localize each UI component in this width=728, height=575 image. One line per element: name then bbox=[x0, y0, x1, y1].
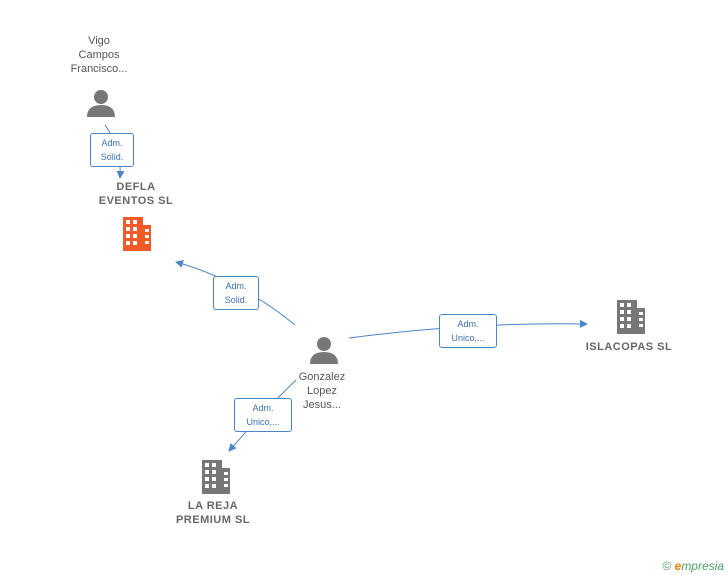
company-label-islacopas[interactable]: ISLACOPAS SL bbox=[585, 341, 673, 353]
role-badge[interactable]: Adm. Unico,... bbox=[439, 314, 497, 348]
brand-footer: © empresia bbox=[662, 559, 724, 573]
person-icon[interactable] bbox=[309, 335, 339, 365]
building-icon-highlighted[interactable] bbox=[121, 217, 153, 251]
role-badge[interactable]: Adm. Solid. bbox=[90, 133, 134, 167]
person-label-vigo[interactable]: Vigo Campos Francisco... bbox=[70, 35, 128, 75]
person-label-gonzalez[interactable]: Gonzalez Lopez Jesus... bbox=[298, 371, 346, 411]
role-badge[interactable]: Adm. Unico,... bbox=[234, 398, 292, 432]
company-label-lareja[interactable]: LA REJA PREMIUM SL bbox=[175, 500, 251, 526]
building-icon[interactable] bbox=[200, 460, 232, 494]
person-icon[interactable] bbox=[86, 88, 116, 118]
company-label-defla[interactable]: DEFLA EVENTOS SL bbox=[98, 181, 174, 207]
role-badge[interactable]: Adm. Solid. bbox=[213, 276, 259, 310]
building-icon[interactable] bbox=[615, 300, 647, 334]
brand-logo-initial: e bbox=[674, 559, 682, 573]
brand-logo-text: mpresia bbox=[681, 559, 724, 573]
copyright-symbol: © bbox=[662, 559, 672, 573]
